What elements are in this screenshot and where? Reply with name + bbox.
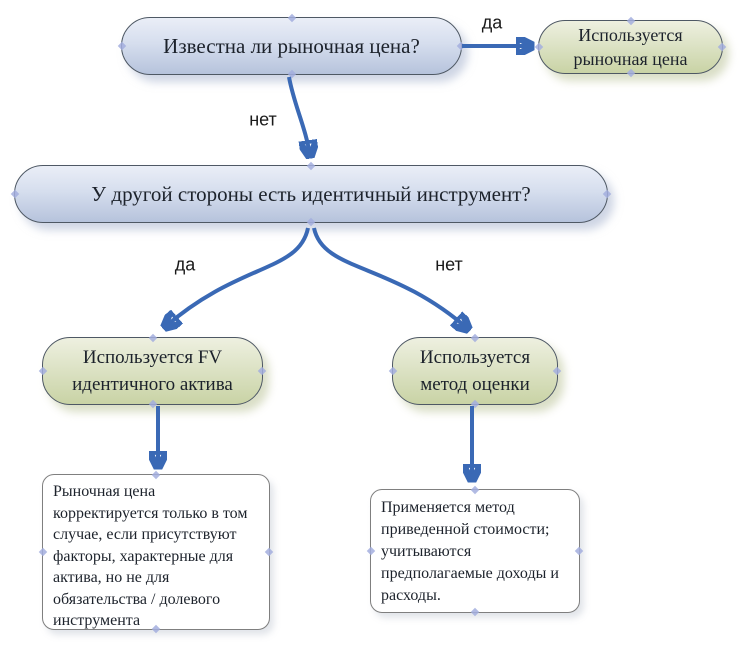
note-box-present-value: Применяется метод приведенной стоимости;… [366, 485, 584, 617]
connector-handle [148, 333, 157, 343]
connector-handle [470, 399, 480, 409]
connector-handle [10, 189, 20, 199]
connector-handle [388, 366, 398, 376]
connector-handle [470, 607, 480, 617]
connector-handle [602, 189, 612, 199]
connector-handle [117, 41, 127, 51]
decision-node-text: Известна ли рыночная цена? [163, 33, 420, 58]
edge-label-yes: да [174, 254, 196, 275]
connector-handle [151, 470, 161, 480]
result-node-line: идентичного актива [72, 374, 233, 395]
connector-handle [534, 42, 544, 52]
edge-label-yes: да [481, 12, 503, 33]
connector-handle [257, 366, 267, 376]
connector-handle [366, 546, 376, 556]
connector-handle [264, 547, 274, 557]
result-node-line: Используется [578, 25, 683, 45]
result-node-market-price-used: Используется рыночная цена [534, 16, 727, 78]
arrow-no-to-valuation-method [312, 227, 468, 329]
connector-handle [470, 333, 480, 343]
connector-handle [287, 69, 296, 79]
result-node-line: метод оценки [420, 374, 530, 395]
arrow-no-to-identical-instrument [287, 76, 310, 156]
connector-handle [470, 485, 480, 495]
edge-label-no: нет [249, 109, 277, 130]
connector-handle [306, 217, 316, 227]
connector-handle [717, 42, 727, 52]
connector-handle [38, 547, 48, 557]
result-node-line: рыночная цена [573, 49, 688, 69]
arrow-yes-to-fv-identical [165, 227, 310, 327]
result-node-line: Используется [419, 347, 531, 368]
decision-node-market-price-known: Известна ли рыночная цена? [117, 13, 466, 79]
connector-handle [38, 366, 48, 376]
decision-node-identical-instrument: У другой стороны есть идентичный инструм… [10, 161, 612, 227]
edge-label-no: нет [435, 254, 463, 275]
connector-handle [287, 13, 296, 23]
connector-handle [456, 41, 466, 51]
connector-handle [574, 546, 584, 556]
decision-node-text: У другой стороны есть идентичный инструм… [91, 181, 531, 206]
note-box-price-adjustment: Рыночная цена корректируется только в то… [38, 470, 274, 634]
connector-handle [306, 161, 316, 171]
result-node-valuation-method: Используется метод оценки [388, 333, 562, 409]
connector-handle [148, 399, 157, 409]
note-text: Применяется метод приведенной стоимости;… [381, 499, 559, 604]
note-text: Рыночная цена корректируется только в то… [53, 483, 248, 629]
connector-handle [552, 366, 562, 376]
result-node-line: Используется FV [82, 347, 223, 368]
result-node-fv-identical-asset: Используется FV идентичного актива [38, 333, 267, 409]
